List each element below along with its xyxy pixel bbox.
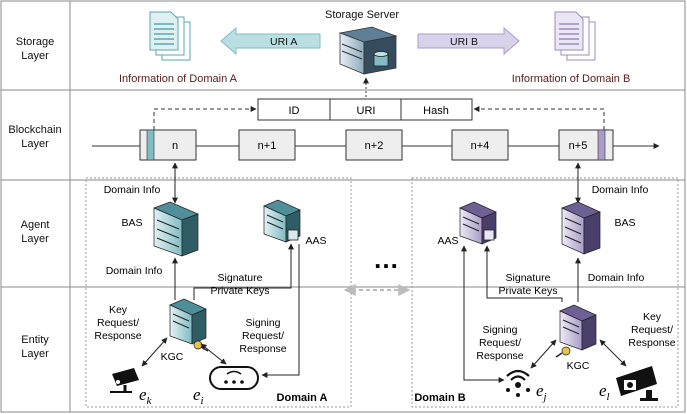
document-stack-b-icon xyxy=(554,11,596,61)
agent-layer-label-2: Layer xyxy=(21,233,49,245)
domain-a-signature-2: Private Keys xyxy=(211,285,270,297)
domain-a-domain-info-mid: Domain Info xyxy=(106,265,163,277)
domain-a-domain-info-top: Domain Info xyxy=(104,184,161,196)
domain-b-signature-2: Private Keys xyxy=(499,285,558,297)
block-n-plus-5: n+5 xyxy=(558,129,614,161)
domain-b-key-2: Request/ xyxy=(631,324,673,336)
aas-a-icon xyxy=(263,199,301,243)
record-uri-field: URI xyxy=(357,105,376,117)
block-n-plus-1: n+1 xyxy=(238,129,296,161)
ellipsis: … xyxy=(373,244,399,274)
block-n-plus-1-label: n+1 xyxy=(258,140,277,152)
domain-b-label: Domain B xyxy=(414,392,465,404)
block-n-plus-5-label: n+5 xyxy=(569,140,588,152)
block-n-label: n xyxy=(172,140,178,152)
block-n-plus-4: n+4 xyxy=(451,129,509,161)
domain-b-box xyxy=(411,177,679,408)
blockchain-layer-label-1: Blockchain xyxy=(8,124,61,136)
uri-b-arrow: URI B xyxy=(417,26,520,56)
domain-b-aas-label: AAS xyxy=(437,235,458,247)
domain-a-signing-1: Signing xyxy=(245,317,280,329)
uri-b-label: URI B xyxy=(450,36,478,48)
domain-a-key-3: Response xyxy=(94,330,141,342)
kgc-b-to-entity-l xyxy=(599,339,627,367)
kgc-a-to-entity-k xyxy=(141,337,168,367)
camera-box-icon xyxy=(616,366,658,401)
uri-a-arrow: URI A xyxy=(220,26,321,56)
record-link-lines xyxy=(153,106,605,130)
domain-a-signing-3: Response xyxy=(239,343,286,355)
domain-b-signature-1: Signature xyxy=(506,272,551,284)
domain-a-signing-2: Request/ xyxy=(242,330,284,342)
entity-layer-label-1: Entity xyxy=(21,334,49,346)
kgc-b-icon xyxy=(555,304,597,358)
block-n-plus-2-label: n+2 xyxy=(365,140,384,152)
aas-a-to-entity-i xyxy=(261,244,300,378)
document-stack-a-icon xyxy=(149,11,191,61)
storage-server-icon xyxy=(338,26,398,75)
record-id-field: ID xyxy=(289,105,300,117)
domain-b-kgc-label: KGC xyxy=(567,360,590,372)
block-n: n xyxy=(139,129,197,161)
router-icon xyxy=(209,366,259,390)
info-domain-b-label: Information of Domain B xyxy=(512,73,631,85)
info-domain-a-label: Information of Domain A xyxy=(119,73,238,85)
domain-b-bas-label: BAS xyxy=(614,217,635,229)
domain-b-domain-info-top: Domain Info xyxy=(592,184,649,196)
entity-i-label: ei xyxy=(193,385,204,407)
domain-a-box xyxy=(85,177,352,408)
domain-b-signing-3: Response xyxy=(476,350,523,362)
domain-b-domain-info-mid: Domain Info xyxy=(588,272,645,284)
domain-a-key-2: Request/ xyxy=(97,317,139,329)
entity-layer-label-2: Layer xyxy=(21,348,49,360)
domain-b-signing-1: Signing xyxy=(482,324,517,336)
record-hash-field: Hash xyxy=(423,105,449,117)
entity-j-label: ej xyxy=(536,381,547,403)
storage-layer-label-2: Layer xyxy=(21,50,49,62)
entity-k-label: ek xyxy=(139,385,153,407)
domain-b-key-1: Key xyxy=(643,311,662,323)
domain-a-kgc-label: KGC xyxy=(161,351,184,363)
blockchain-layer-label-2: Layer xyxy=(21,138,49,150)
domain-b-key-3: Response xyxy=(628,337,675,349)
block-record: ID URI Hash xyxy=(257,98,473,121)
storage-layer-label-1: Storage xyxy=(16,36,55,48)
domain-a-aas-label: AAS xyxy=(305,235,326,247)
domain-a-key-1: Key xyxy=(109,304,128,316)
uri-a-label: URI A xyxy=(270,36,297,48)
domain-b-signing-2: Request/ xyxy=(479,337,521,349)
bas-a-icon xyxy=(153,201,199,257)
domain-a-signature-1: Signature xyxy=(218,272,263,284)
camera-icon xyxy=(110,368,139,393)
aas-b-to-entity-j xyxy=(461,245,505,383)
storage-server-label: Storage Server xyxy=(325,9,399,21)
aas-b-icon xyxy=(459,201,497,245)
agent-layer-label-1: Agent xyxy=(21,219,50,231)
block-n-plus-2: n+2 xyxy=(345,129,403,161)
kgc-a-to-entity-i xyxy=(200,343,227,365)
entity-l-label: el xyxy=(599,381,610,403)
kgc-b-to-entity-j xyxy=(530,339,557,369)
kgc-a-icon xyxy=(169,298,209,352)
domain-a-bas-label: BAS xyxy=(121,217,142,229)
kgc-a-to-aas-a xyxy=(193,243,294,300)
sensor-icon xyxy=(506,369,530,397)
domain-a-label: Domain A xyxy=(277,392,328,404)
block-n-plus-4-label: n+4 xyxy=(471,140,490,152)
bas-b-icon xyxy=(561,201,601,255)
